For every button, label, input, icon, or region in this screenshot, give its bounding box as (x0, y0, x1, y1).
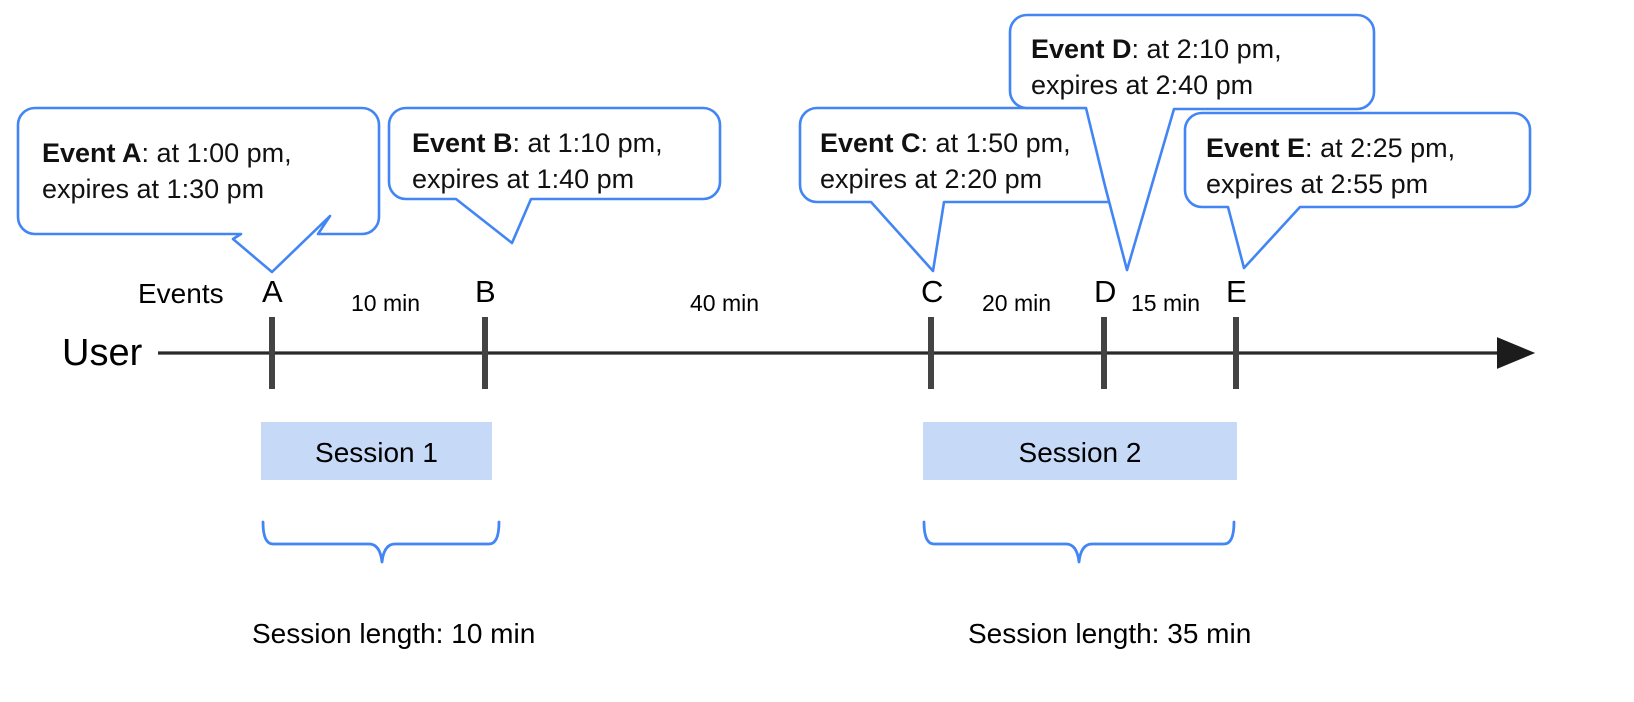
callout-line2-a: expires at 1:30 pm (42, 174, 265, 204)
callout-sep-e: : (1305, 133, 1313, 163)
axis-row-label-user: User (62, 332, 143, 374)
callout-line1-b: at 1:10 pm, (520, 128, 663, 158)
callout-label-c: Event C (820, 128, 921, 158)
session-label-2: Session 2 (1018, 437, 1142, 468)
session-length-caption-1: Session length: 10 min (252, 618, 536, 649)
callout-line1-a: at 1:00 pm, (149, 138, 292, 168)
callout-sep-a: : (141, 138, 150, 168)
tick-label-e: E (1226, 274, 1247, 309)
session-bar-2 (923, 422, 1237, 480)
brace-session-2 (922, 520, 1236, 564)
callout-text-c: Event C: at 1:50 pm, expires at 2:20 pm (820, 125, 1071, 197)
callout-text-d: Event D: at 2:10 pm, expires at 2:40 pm (1031, 31, 1282, 103)
callout-text-e: Event E: at 2:25 pm, expires at 2:55 pm (1206, 130, 1455, 202)
interval-label-cd: 20 min (982, 290, 1052, 316)
session-bar-1 (261, 422, 492, 480)
callout-sep-c: : (920, 128, 929, 158)
callout-text-a: Event A: at 1:00 pm, expires at 1:30 pm (42, 135, 292, 207)
callout-bubble-e (1183, 111, 1532, 270)
callout-label-d: Event D (1031, 34, 1132, 64)
callout-line2-e: expires at 2:55 pm (1206, 169, 1429, 199)
tick-label-b: B (475, 274, 496, 309)
callout-label-a: Event A (42, 138, 142, 168)
axis-events-label: Events (138, 278, 224, 309)
session-length-caption-2: Session length: 35 min (968, 618, 1252, 649)
callout-line1-d: at 2:10 pm, (1139, 34, 1282, 64)
interval-label-ab: 10 min (351, 290, 421, 316)
tick-label-d: D (1094, 274, 1117, 309)
tick-label-a: A (262, 274, 283, 309)
callout-label-b: Event B (412, 128, 513, 158)
tick-label-c: C (921, 274, 944, 309)
callout-label-e: Event E (1206, 133, 1306, 163)
callout-line1-c: at 1:50 pm, (928, 128, 1071, 158)
callout-line2-d: expires at 2:40 pm (1031, 70, 1254, 100)
brace-session-1 (261, 520, 501, 564)
session-label-1: Session 1 (315, 437, 438, 468)
callout-line2-b: expires at 1:40 pm (412, 164, 635, 194)
callout-bubble-d (1008, 13, 1376, 272)
interval-label-bc: 40 min (690, 290, 760, 316)
callout-sep-d: : (1131, 34, 1140, 64)
callout-text-b: Event B: at 1:10 pm, expires at 1:40 pm (412, 125, 663, 197)
interval-label-de: 15 min (1131, 290, 1201, 316)
callout-line1-e: at 2:25 pm, (1312, 133, 1456, 163)
callout-bubble-a (16, 106, 381, 274)
callout-bubble-b (387, 106, 722, 245)
callout-sep-b: : (512, 128, 521, 158)
callout-line2-c: expires at 2:20 pm (820, 164, 1043, 194)
